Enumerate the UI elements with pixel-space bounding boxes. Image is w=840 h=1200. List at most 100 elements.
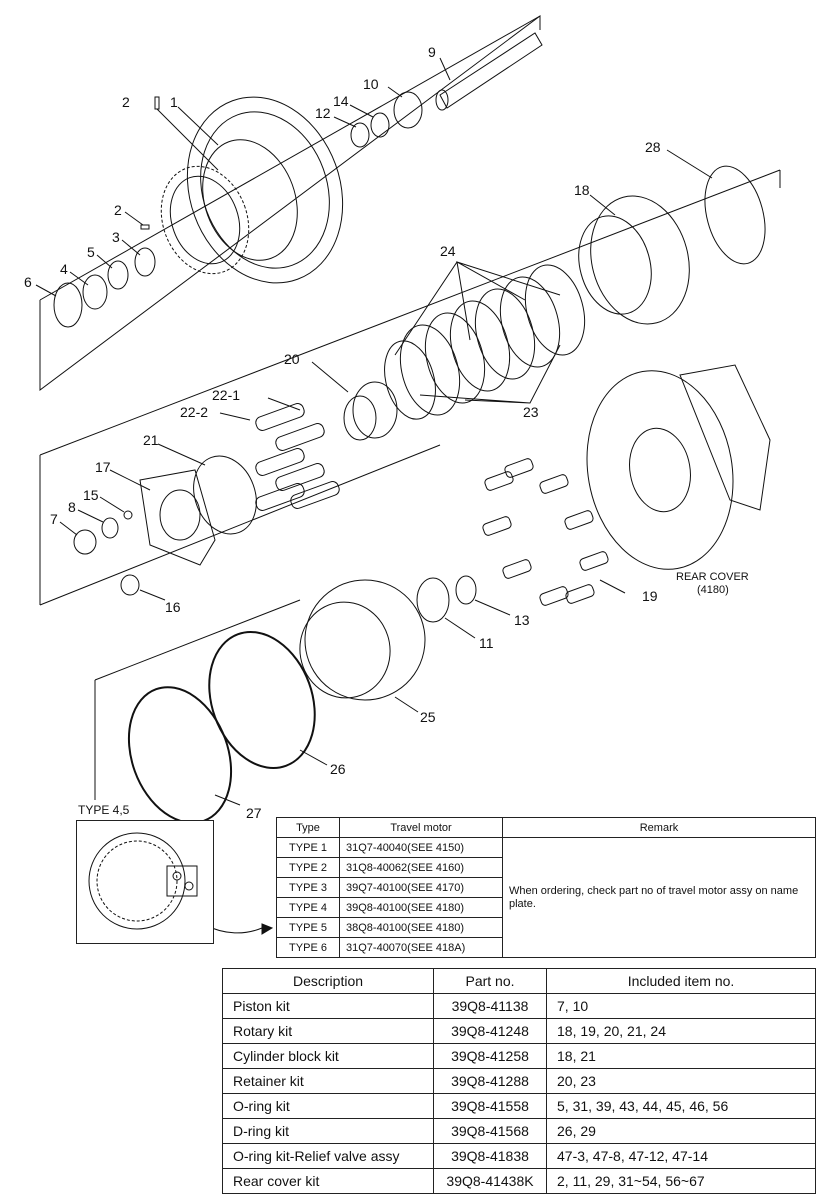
- kit-part-no: 39Q8-41558: [433, 1093, 547, 1119]
- callout-28: 28: [645, 139, 661, 155]
- part-4-bearing: [82, 274, 108, 310]
- leader-lines: [35, 57, 713, 806]
- kit-description: O-ring kit-Relief valve assy: [222, 1143, 434, 1169]
- description-header: Description: [222, 968, 434, 994]
- part-11-bearing: [416, 577, 450, 623]
- kit-description: O-ring kit: [222, 1093, 434, 1119]
- callout-21: 21: [143, 432, 159, 448]
- part-18-cylinder-block: [578, 195, 690, 325]
- kit-part-no: 39Q8-41248: [433, 1018, 547, 1044]
- frame-line-bottom: [94, 599, 301, 681]
- kit-parts-table: Description Part no. Included item no. P…: [222, 968, 816, 1194]
- part-14-ring: [370, 112, 390, 138]
- table-row: Rear cover kit 39Q8-41438K 2, 11, 29, 31…: [222, 1168, 816, 1194]
- callout-8: 8: [68, 499, 76, 515]
- kit-items: 2, 11, 29, 31~54, 56~67: [546, 1168, 816, 1194]
- callout-27: 27: [246, 805, 262, 821]
- callout-labels: 1 2 2 3 5 4 6 9 10 14 12 28 18 24 20 22-…: [24, 44, 749, 821]
- kit-items: 18, 19, 20, 21, 24: [546, 1018, 816, 1044]
- frame-line-lower: [39, 444, 441, 606]
- kit-description: Rear cover kit: [222, 1168, 434, 1194]
- kit-description: Rotary kit: [222, 1018, 434, 1044]
- part-no-header: Part no.: [433, 968, 547, 994]
- type-4-5-illustration: [76, 820, 214, 944]
- part-9-shaft: [435, 32, 543, 111]
- table-row: TYPE 6 31Q7-40070(SEE 418A): [276, 937, 816, 958]
- travel-motor-header: Travel motor: [339, 817, 503, 838]
- kit-description: Retainer kit: [222, 1068, 434, 1094]
- kit-part-no: 39Q8-41838: [433, 1143, 547, 1169]
- table-row: O-ring kit 39Q8-41558 5, 31, 39, 43, 44,…: [222, 1093, 816, 1119]
- part-5-oring: [107, 260, 129, 290]
- kit-items: 47-3, 47-8, 47-12, 47-14: [546, 1143, 816, 1169]
- table-row: O-ring kit-Relief valve assy 39Q8-41838 …: [222, 1143, 816, 1169]
- part-17-plate: [139, 469, 216, 566]
- part-2-pin-top: [154, 96, 160, 110]
- included-items-header: Included item no.: [546, 968, 816, 994]
- part-19-springs: [482, 458, 609, 606]
- type-cell: TYPE 3: [276, 877, 340, 898]
- motor-cell: 31Q7-40040(SEE 4150): [339, 837, 503, 858]
- part-25-drum: [299, 579, 426, 701]
- callout-16: 16: [165, 599, 181, 615]
- type-cell: TYPE 5: [276, 917, 340, 938]
- rear-cover-label: REAR COVER: [676, 571, 749, 583]
- table-row: Rotary kit 39Q8-41248 18, 19, 20, 21, 24: [222, 1018, 816, 1044]
- frame-line-mid: [39, 169, 781, 456]
- kit-items: 20, 23: [546, 1068, 816, 1094]
- table-row: Piston kit 39Q8-41138 7, 10: [222, 993, 816, 1019]
- remark-header: Remark: [502, 817, 816, 838]
- part-10-bearing: [393, 91, 423, 129]
- part-20-spline: [343, 381, 398, 441]
- part-7-piston: [73, 529, 97, 555]
- part-3-ring: [134, 247, 156, 277]
- kit-description: Piston kit: [222, 993, 434, 1019]
- rear-cover-ref: (4180): [697, 584, 729, 596]
- kit-description: D-ring kit: [222, 1118, 434, 1144]
- type-cell: TYPE 4: [276, 897, 340, 918]
- kit-part-no: 39Q8-41258: [433, 1043, 547, 1069]
- part-1-housing: [186, 96, 344, 284]
- table-row: TYPE 5 38Q8-40100(SEE 4180): [276, 917, 816, 938]
- type-cell: TYPE 2: [276, 857, 340, 878]
- kit-part-no: 39Q8-41438K: [433, 1168, 547, 1194]
- part-28-plate: [704, 165, 766, 265]
- callout-19: 19: [642, 588, 658, 604]
- type-cell: TYPE 6: [276, 937, 340, 958]
- callout-23: 23: [523, 404, 539, 420]
- callout-4: 4: [60, 261, 68, 277]
- kit-items: 18, 21: [546, 1043, 816, 1069]
- callout-6: 6: [24, 274, 32, 290]
- motor-cell: 31Q7-40070(SEE 418A): [339, 937, 503, 958]
- part-12-snap-ring: [350, 122, 370, 148]
- part-22-pistons: [255, 403, 340, 511]
- callout-25: 25: [420, 709, 436, 725]
- travel-motor-sketch: [88, 832, 198, 930]
- callout-1: 1: [170, 94, 178, 110]
- callout-3: 3: [112, 229, 120, 245]
- part-16-bearing: [120, 574, 140, 596]
- callout-26: 26: [330, 761, 346, 777]
- callout-20: 20: [284, 351, 300, 367]
- callout-17: 17: [95, 459, 111, 475]
- kit-description: Cylinder block kit: [222, 1043, 434, 1069]
- type-cell: TYPE 1: [276, 837, 340, 858]
- table-row: TYPE 1 31Q7-40040(SEE 4150) When orderin…: [276, 837, 816, 958]
- travel-motor-type-table: Type Travel motor Remark TYPE 1 31Q7-400…: [276, 817, 816, 958]
- frame-line-top: [39, 15, 541, 301]
- callout-12: 12: [315, 105, 331, 121]
- callout-22-2: 22-2: [180, 404, 208, 420]
- part-21-retainer-plate: [193, 455, 257, 535]
- table-row: TYPE 4 39Q8-40100(SEE 4180): [276, 897, 816, 918]
- part-15-ball: [123, 510, 133, 520]
- table-row: Cylinder block kit 39Q8-41258 18, 21: [222, 1043, 816, 1069]
- kit-part-no: 39Q8-41568: [433, 1118, 547, 1144]
- part-rear-cover: [586, 364, 771, 570]
- part-24-23-disc-stack: [384, 261, 586, 420]
- callout-18: 18: [574, 182, 590, 198]
- callout-24: 24: [440, 243, 456, 259]
- part-27-oring: [127, 686, 233, 824]
- part-26-oring: [208, 631, 316, 769]
- part-13-snap-ring: [455, 575, 477, 605]
